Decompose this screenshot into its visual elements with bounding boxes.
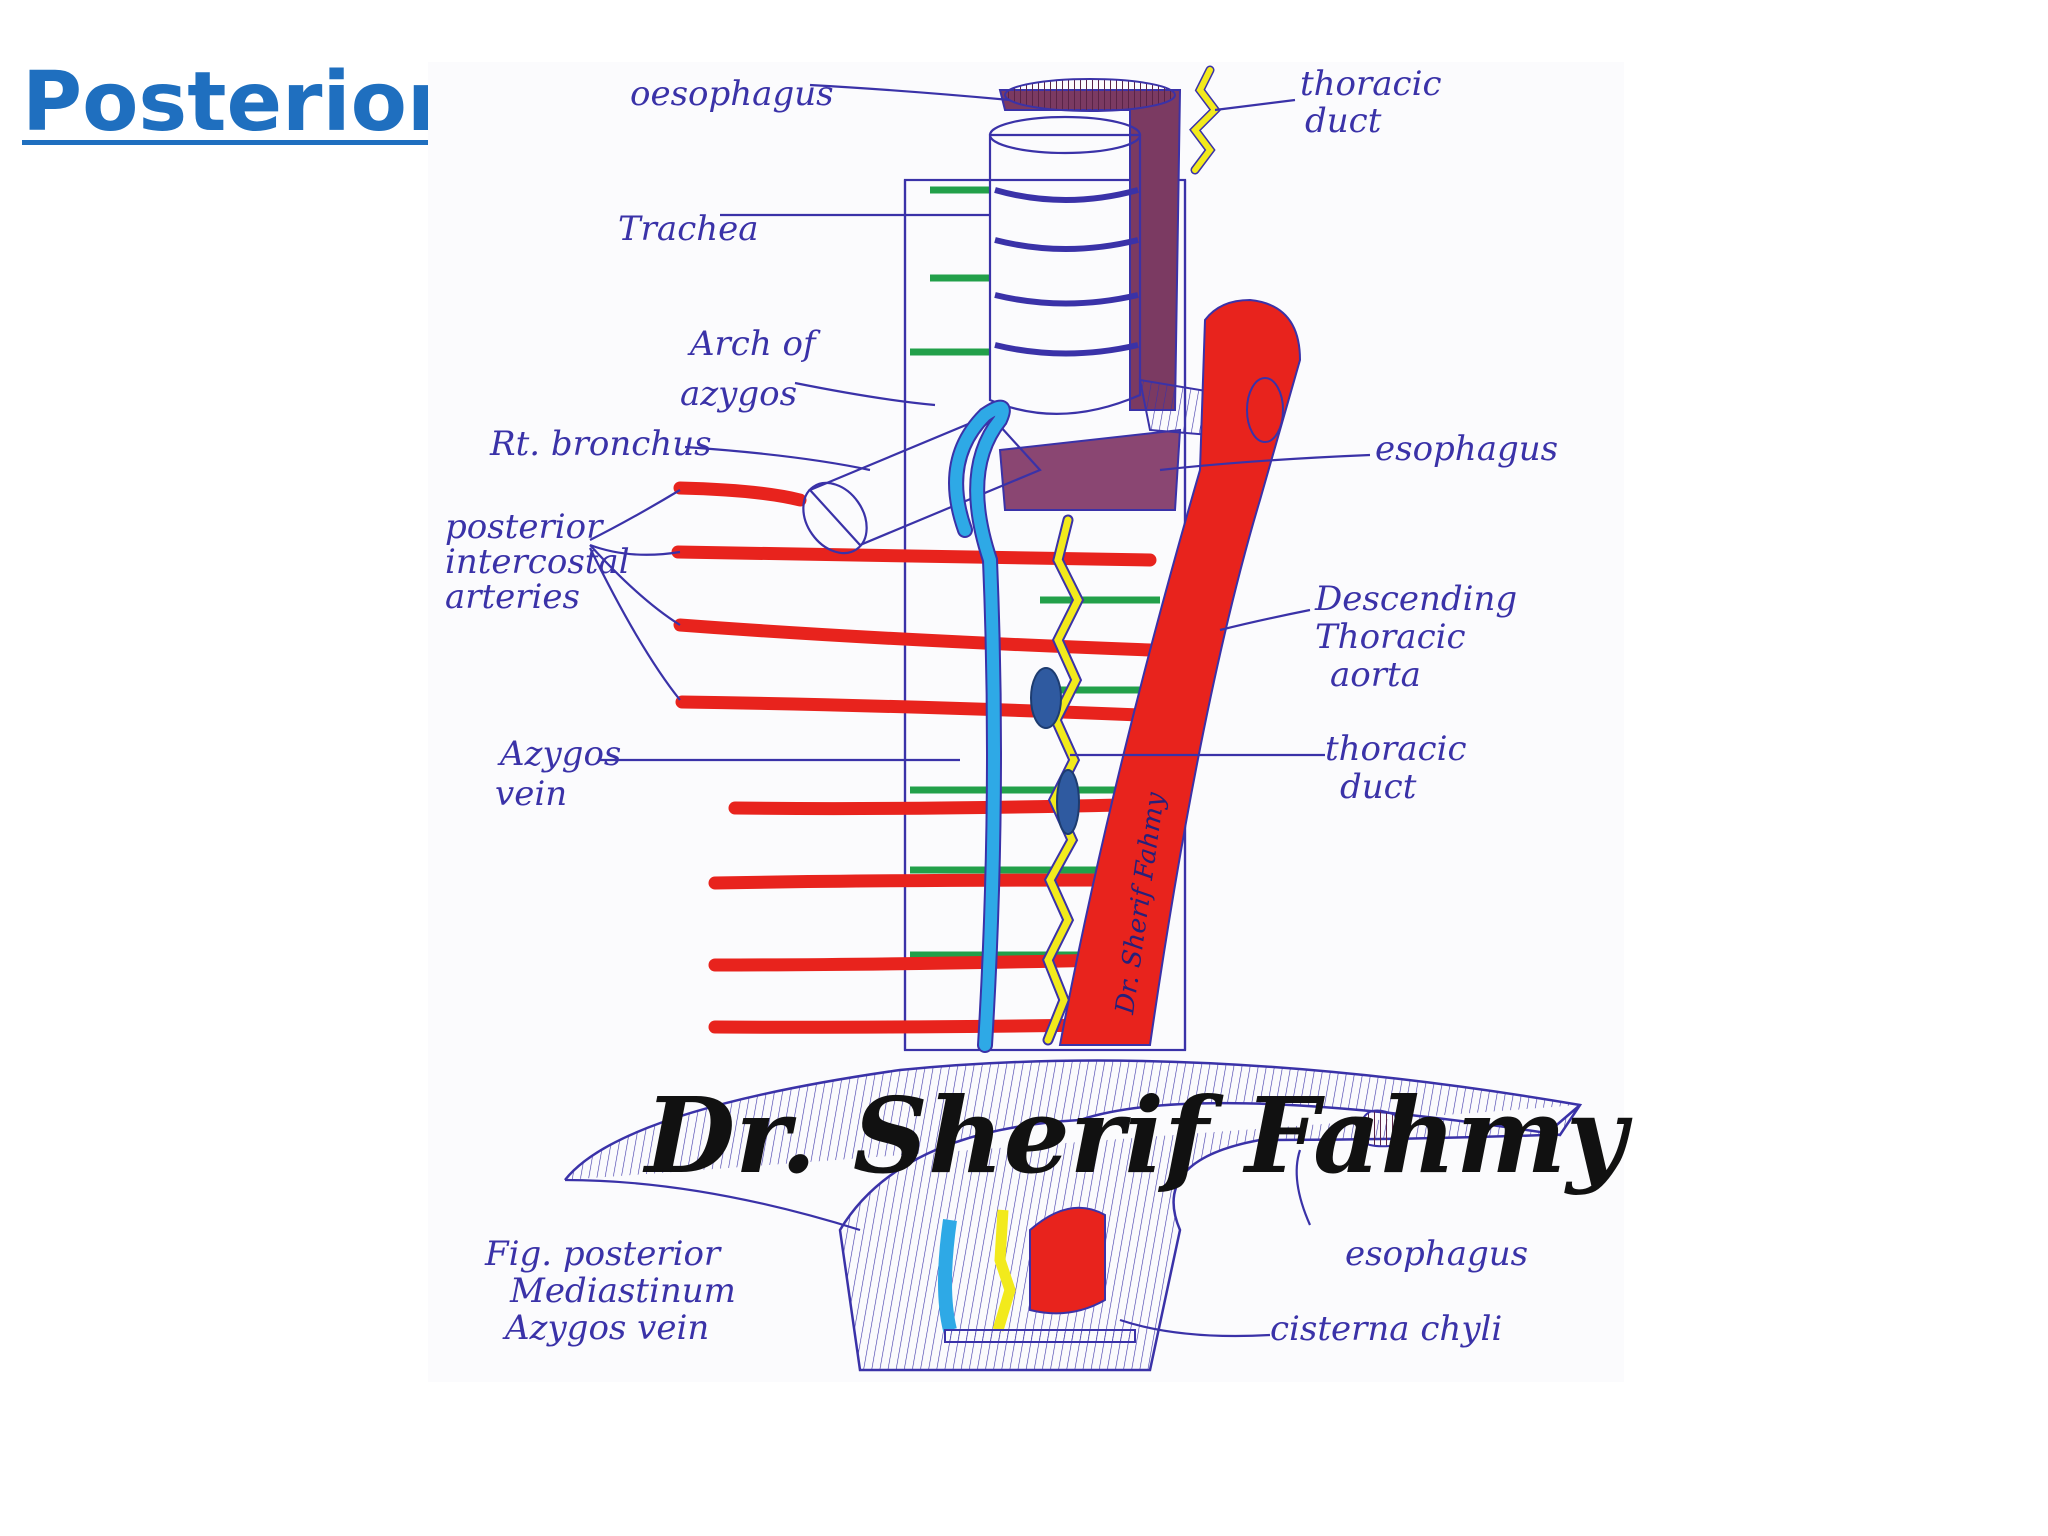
signature-watermark: Dr. Sherif Fahmy [642,1074,1633,1197]
label-posterior-intercostal-2: intercostal [445,542,630,582]
label-thoracic-duct-mid-2: duct [1340,767,1417,807]
label-posterior-intercostal-3: arteries [445,577,580,617]
diagram-labels: oesophagus thoracic duct Trachea Arch of… [445,64,1558,1349]
label-descending-2: Thoracic [1315,617,1466,657]
label-thoracic-duct-top-2: duct [1305,101,1382,141]
azygos-vein [948,399,1011,1053]
label-azygos-vein-1: Azygos [497,734,621,774]
diaphragm [564,1059,1583,1372]
label-thoracic-duct-mid-1: thoracic [1325,729,1467,769]
label-rt-bronchus: Rt. bronchus [489,424,712,464]
trachea [988,115,1142,415]
label-azygos-vein-2: vein [495,774,567,814]
label-fig-3: Azygos vein [502,1308,709,1348]
label-arch-azygos-1: Arch of [687,324,821,364]
leader-lines [589,83,1371,1338]
label-trachea: Trachea [618,209,759,249]
label-arch-azygos-2: azygos [680,374,797,414]
nerve-dots [1030,667,1080,835]
label-esophagus-mid: esophagus [1375,429,1558,469]
label-fig-1: Fig. posterior [484,1234,722,1274]
slide-title: Posterior [22,55,448,150]
label-posterior-intercostal-1: posterior [445,507,604,547]
label-cisterna-chyli: cisterna chyli [1270,1309,1502,1349]
label-esophagus-low: esophagus [1345,1234,1528,1274]
label-thoracic-duct-top-1: thoracic [1300,64,1442,104]
label-fig-2: Mediastinum [509,1271,736,1311]
label-descending-1: Descending [1314,579,1517,619]
esophagus [998,78,1182,511]
label-descending-3: aorta [1330,655,1421,695]
descending-thoracic-aorta [1058,298,1302,1046]
label-oesophagus: oesophagus [630,74,834,114]
